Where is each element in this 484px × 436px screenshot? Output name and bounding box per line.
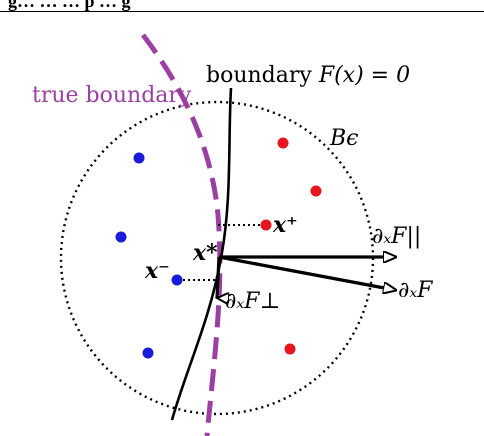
header-strip: g… … … p … g xyxy=(0,0,484,12)
blue-point xyxy=(115,231,127,243)
grad-full-arrow xyxy=(218,255,395,290)
grad-perp-arrow xyxy=(217,256,219,298)
header-rule xyxy=(0,11,484,12)
grad-parallel-label: ∂ₓF|| xyxy=(372,224,421,249)
blue-point xyxy=(171,274,183,286)
x-plus-label: x⁺ xyxy=(272,212,298,238)
red-point xyxy=(310,185,322,197)
boundary-label: boundary F(x) = 0 xyxy=(206,63,410,88)
red-point xyxy=(277,137,289,149)
red-point xyxy=(284,343,296,355)
x-star-label: x* xyxy=(192,240,218,266)
true-boundary-label: true boundary xyxy=(32,83,192,108)
x-plus-connector xyxy=(218,224,265,226)
red-point xyxy=(260,219,272,231)
true-boundary-curve xyxy=(141,33,223,436)
x-minus-label: x⁻ xyxy=(144,258,170,284)
grad-perp-label: ∂ₓF⊥ xyxy=(225,289,280,314)
boundary-equation: F(x) = 0 xyxy=(318,63,410,88)
grad-full-label: ∂ₓF xyxy=(398,278,433,303)
boundary-label-prefix: boundary xyxy=(206,63,319,88)
header-text: g… … … p … g xyxy=(8,0,131,11)
blue-point xyxy=(142,347,154,359)
blue-point xyxy=(133,152,145,164)
ball-label: Bϵ xyxy=(329,126,359,151)
